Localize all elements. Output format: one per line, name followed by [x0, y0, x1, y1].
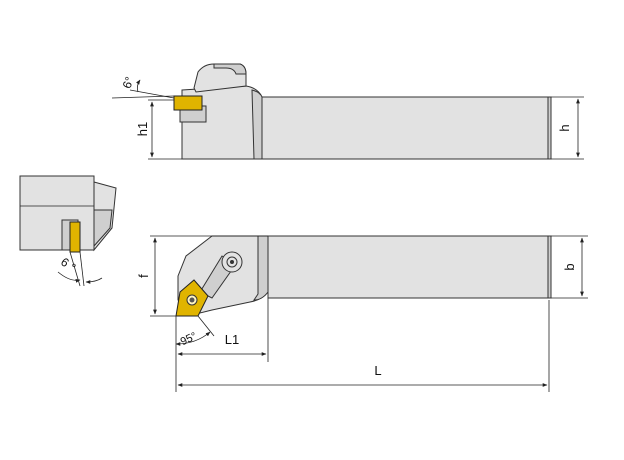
angle-label-approach: 95°	[179, 330, 199, 348]
side-view-shank-end	[547, 96, 552, 160]
end-view-head-shade	[93, 209, 113, 248]
end-view: 6 °	[19, 175, 117, 287]
plan-view: f b 95° L1 L	[136, 235, 588, 392]
end-view-insert	[69, 221, 81, 253]
dim-label-f: f	[136, 274, 151, 278]
side-view: h1 6° h	[111, 63, 584, 160]
dim-label-h: h	[557, 124, 572, 131]
side-view-shank	[261, 96, 549, 160]
side-view-clamp-top	[213, 63, 247, 75]
dim-label-h1: h1	[135, 122, 150, 136]
side-view-insert	[173, 95, 203, 111]
angle-label-top-clearance: 6°	[120, 75, 137, 91]
end-view-body	[19, 175, 95, 251]
dim-label-L: L	[374, 363, 381, 378]
plan-view-shank-end	[547, 235, 552, 299]
dim-label-L1: L1	[225, 332, 239, 347]
dim-label-b: b	[562, 263, 577, 270]
plan-view-shank	[267, 235, 549, 299]
plan-view-head-shade	[253, 235, 269, 301]
side-view-head-shade	[251, 89, 263, 160]
